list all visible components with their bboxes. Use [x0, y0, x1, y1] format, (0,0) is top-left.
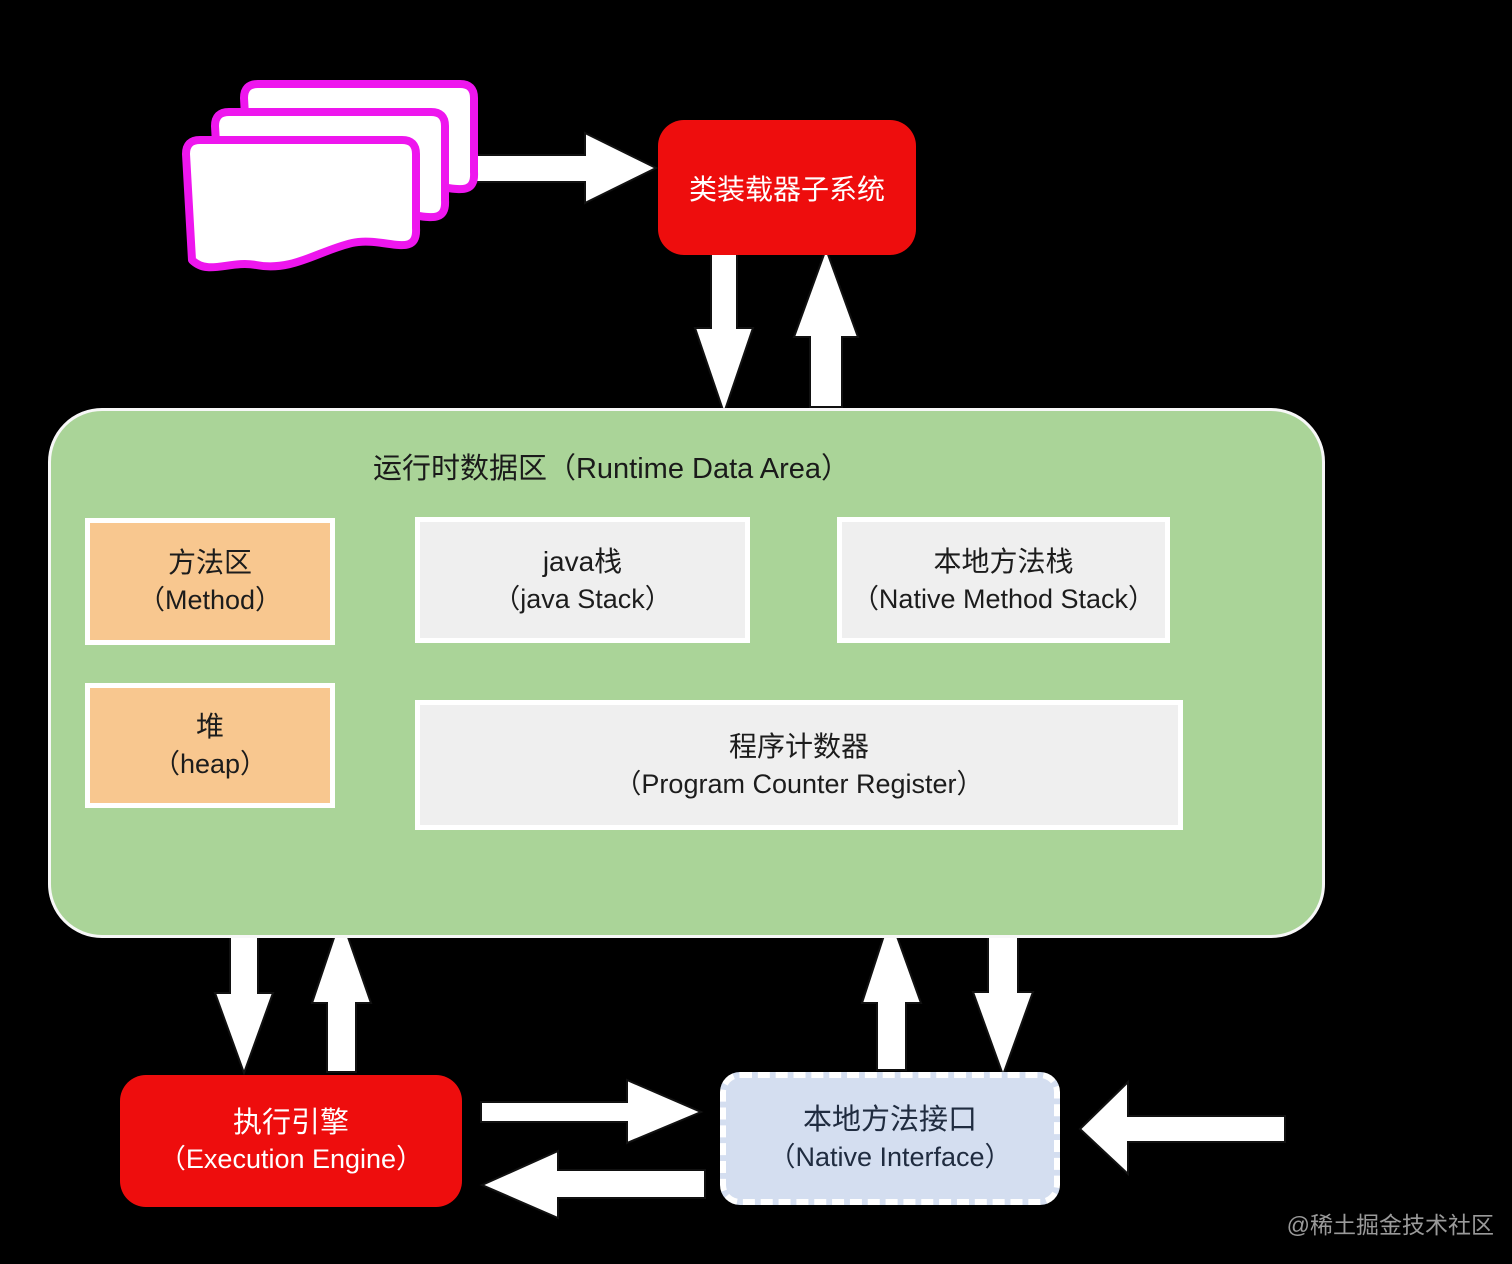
document-page-front — [182, 136, 421, 272]
java-stack-label-cn: java栈 — [542, 545, 623, 577]
program-counter-label-en: （Program Counter Register） — [614, 768, 984, 799]
native-interface-label-en: （Native Interface） — [768, 1141, 1012, 1172]
native-method-stack-box: 本地方法栈 （Native Method Stack） — [837, 517, 1170, 643]
execution-engine-label-en: （Execution Engine） — [158, 1144, 424, 1175]
class-files-icon — [182, 80, 479, 272]
arrow-native-to-engine — [479, 1149, 706, 1220]
arrow-runtime-to-classloader — [792, 246, 860, 408]
java-stack-box: java栈 （java Stack） — [415, 517, 750, 643]
arrow-runtime-to-native — [971, 922, 1035, 1078]
class-loader-subsystem-box: 类装载器子系统 — [658, 120, 916, 255]
arrow-engine-to-native — [480, 1078, 704, 1145]
heap-box: 堆 （heap） — [85, 683, 335, 808]
heap-label-en: （heap） — [152, 749, 268, 780]
program-counter-label-cn: 程序计数器 — [728, 730, 869, 762]
arrow-classfiles-to-classloader — [459, 131, 659, 205]
method-area-label-en: （Method） — [137, 585, 283, 616]
watermark: @稀土掘金技术社区 — [1286, 1212, 1494, 1238]
program-counter-box: 程序计数器 （Program Counter Register） — [415, 700, 1183, 830]
arrow-classloader-to-runtime — [693, 251, 755, 417]
runtime-data-area-title: 运行时数据区（Runtime Data Area） — [372, 453, 850, 485]
java-stack-label-en: （java Stack） — [493, 583, 672, 614]
arrow-runtime-to-engine — [213, 921, 275, 1076]
class-loader-label: 类装载器子系统 — [688, 173, 885, 205]
arrow-external-to-native — [1078, 1079, 1286, 1177]
native-interface-label-cn: 本地方法接口 — [802, 1104, 977, 1137]
arrow-engine-to-runtime — [310, 913, 373, 1073]
native-method-stack-label-cn: 本地方法栈 — [933, 545, 1074, 577]
method-area-label-cn: 方法区 — [167, 547, 252, 579]
method-area-box: 方法区 （Method） — [85, 518, 335, 645]
execution-engine-label-cn: 执行引擎 — [232, 1106, 349, 1139]
arrow-native-to-runtime — [860, 913, 923, 1071]
execution-engine-box: 执行引擎 （Execution Engine） — [120, 1075, 462, 1207]
native-interface-box: 本地方法接口 （Native Interface） — [720, 1072, 1060, 1205]
runtime-data-area-box: 运行时数据区（Runtime Data Area） — [48, 408, 1325, 938]
heap-label-cn: 堆 — [195, 711, 224, 743]
native-method-stack-label-en: （Native Method Stack） — [851, 583, 1156, 614]
